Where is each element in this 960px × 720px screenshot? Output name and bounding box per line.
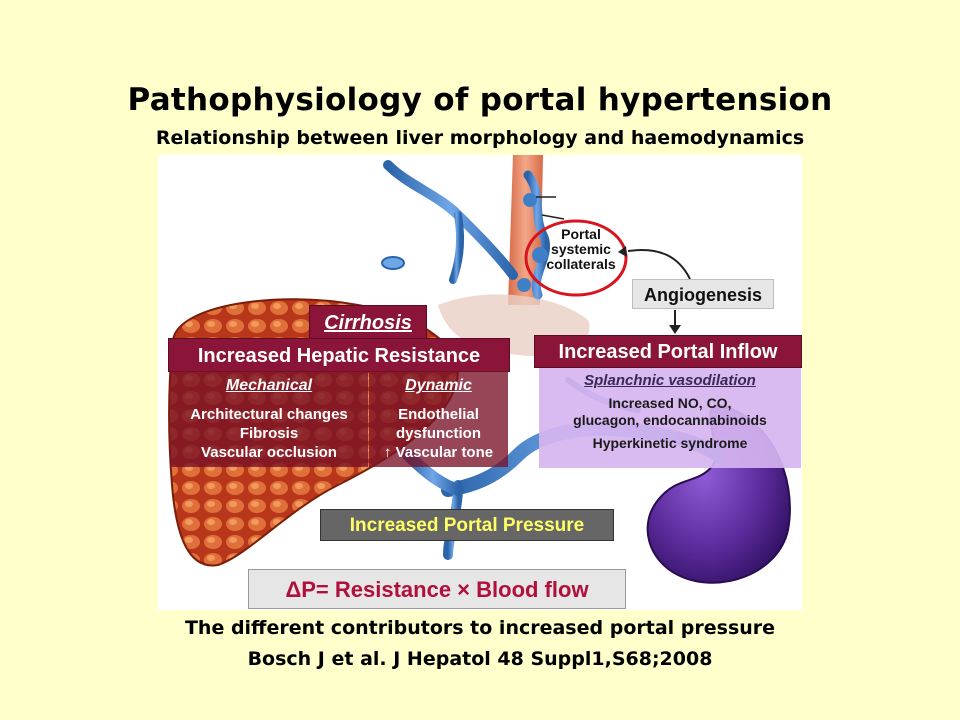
- arrowhead: [618, 246, 627, 257]
- slide-title: Pathophysiology of portal hypertension: [127, 82, 833, 118]
- varix-node: [532, 247, 548, 263]
- annotation-tick: [541, 214, 565, 220]
- portal-hypertension-figure: Cirrhosis Increased Hepatic Resistance M…: [158, 155, 802, 610]
- dynamic-line: ↑ Vascular tone: [383, 444, 494, 461]
- slide-subtitle: Relationship between liver morphology an…: [155, 127, 805, 149]
- figure-caption: The different contributors to increased …: [184, 617, 776, 639]
- vena-cava-opening: [381, 256, 405, 270]
- mechanical-line: Fibrosis: [239, 425, 299, 442]
- mechanical-heading: Mechanical: [225, 377, 313, 394]
- splanchnic-heading: Splanchnic vasodilation: [584, 372, 756, 389]
- splanchnic-line: Increased NO, CO,: [608, 395, 732, 411]
- splanchnic-line: Hyperkinetic syndrome: [592, 435, 748, 451]
- splanchnic-line: glucagon, endocannabinoids: [573, 412, 767, 428]
- portal-pressure-label: Increased Portal Pressure: [320, 509, 614, 541]
- cirrhosis-label: Cirrhosis: [309, 305, 427, 339]
- varix-node: [523, 193, 537, 207]
- vein-branch: [449, 211, 465, 284]
- varices: [523, 170, 550, 300]
- collaterals-line: collaterals: [546, 256, 616, 272]
- splanchnic-panel: Splanchnic vasodilation Increased NO, CO…: [539, 368, 801, 468]
- hepatic-resistance-label: Increased Hepatic Resistance: [168, 338, 510, 372]
- mechanical-line: Architectural changes: [190, 406, 348, 423]
- dynamic-line: dysfunction: [396, 425, 481, 442]
- pressure-formula: ΔP= Resistance × Blood flow: [248, 569, 626, 609]
- collaterals-line: systemic: [551, 241, 611, 257]
- angiogenesis-arrow: [627, 249, 691, 280]
- dynamic-line: Endothelial: [398, 406, 479, 423]
- dynamic-panel: Dynamic Endothelial dysfunction ↑ Vascul…: [369, 371, 508, 467]
- dynamic-heading: Dynamic: [405, 377, 472, 394]
- collaterals-circle: [524, 219, 628, 297]
- figure-citation: Bosch J et al. J Hepatol 48 Suppl1,S68;2…: [247, 648, 713, 670]
- portal-inflow-label: Increased Portal Inflow: [534, 335, 802, 368]
- arrowhead: [669, 325, 681, 334]
- mechanical-line: Vascular occlusion: [201, 444, 337, 461]
- collaterals-line: Portal: [561, 226, 601, 242]
- angiogenesis-label: Angiogenesis: [632, 279, 774, 309]
- mechanical-panel: Mechanical Architectural changes Fibrosi…: [170, 371, 368, 467]
- collaterals-label: Portal systemic collaterals: [536, 227, 626, 272]
- varix-node: [517, 278, 531, 292]
